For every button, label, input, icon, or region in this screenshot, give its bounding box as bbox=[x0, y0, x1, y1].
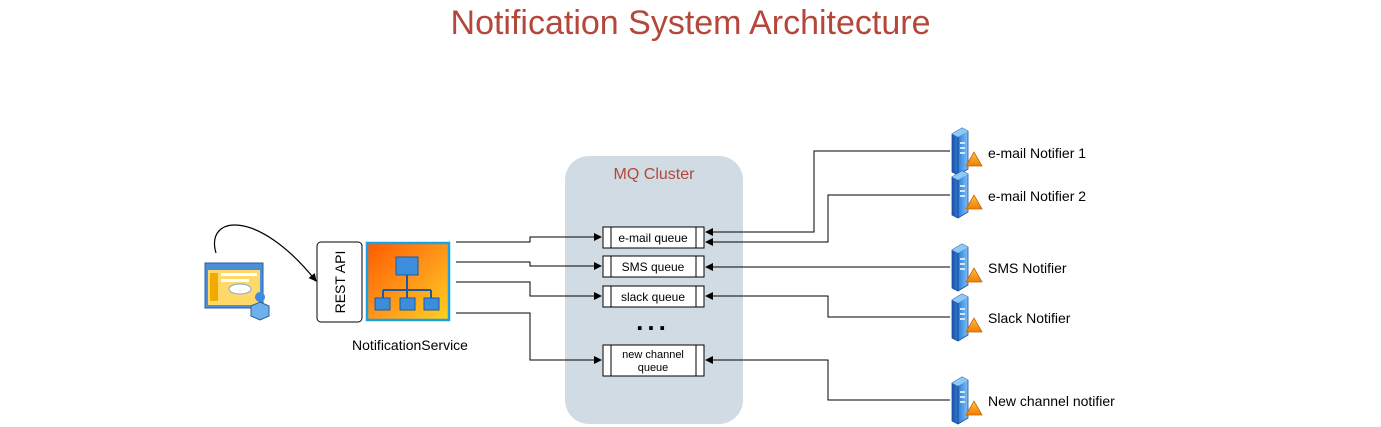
new-to-queue-arrow bbox=[705, 356, 950, 401]
queue-new-channel: new channel queue bbox=[602, 344, 705, 377]
queue-email: e-mail queue bbox=[602, 226, 705, 249]
service-label: NotificationService bbox=[352, 337, 468, 353]
service-to-queue-connectors bbox=[456, 233, 602, 364]
service-to-email-queue-arrow bbox=[456, 233, 602, 243]
email2-to-queue-arrow bbox=[705, 194, 950, 246]
queue-ellipsis: ... bbox=[636, 306, 670, 336]
new-channel-notifier-label: New channel notifier bbox=[988, 393, 1115, 409]
slack-notifier-label: Slack Notifier bbox=[988, 310, 1071, 326]
email-notifier-1-label: e-mail Notifier 1 bbox=[988, 145, 1086, 161]
notification-service bbox=[365, 241, 451, 322]
server-warning-icon bbox=[951, 376, 983, 425]
diagram-title: Notification System Architecture bbox=[450, 4, 931, 42]
mq-cluster-label: MQ Cluster bbox=[614, 166, 696, 183]
server-warning-icon bbox=[951, 170, 983, 219]
server-warning-icon bbox=[951, 127, 983, 176]
email-notifier-2-label: e-mail Notifier 2 bbox=[988, 188, 1086, 204]
queue-sms-label: SMS queue bbox=[622, 260, 685, 274]
server-warning-icon bbox=[951, 293, 983, 342]
email1-to-queue-arrow bbox=[705, 150, 950, 236]
queue-slack-label: slack queue bbox=[621, 290, 685, 304]
rest-api-box: REST API bbox=[316, 241, 363, 323]
service-to-new-queue-arrow bbox=[456, 312, 602, 364]
sms-notifier-label: SMS Notifier bbox=[988, 260, 1067, 276]
queue-new-channel-label-1: new channel bbox=[622, 349, 684, 361]
notifier-to-queue-connectors bbox=[705, 150, 950, 401]
web-client-icon bbox=[204, 262, 270, 321]
hierarchy-org-chart-icon bbox=[374, 256, 440, 311]
rest-api-label: REST API bbox=[332, 251, 348, 314]
queue-new-channel-label-2: queue bbox=[638, 362, 669, 374]
queue-slack: slack queue bbox=[602, 285, 705, 308]
service-to-slack-queue-arrow bbox=[456, 281, 602, 300]
client-to-api-arrow bbox=[214, 224, 317, 282]
server-warning-icon bbox=[951, 243, 983, 292]
slack-to-queue-arrow bbox=[705, 292, 950, 318]
queue-email-label: e-mail queue bbox=[618, 231, 688, 245]
queue-sms: SMS queue bbox=[602, 255, 705, 278]
service-to-sms-queue-arrow bbox=[456, 261, 602, 270]
